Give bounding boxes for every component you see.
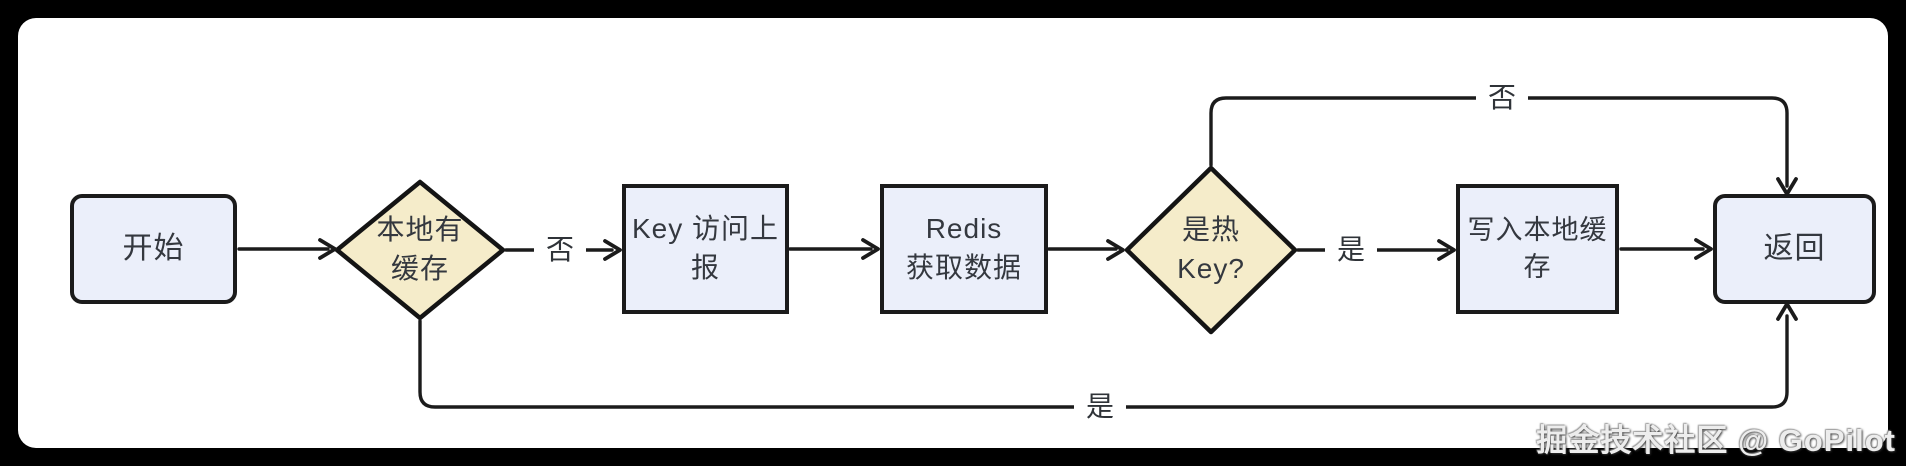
arrowhead-into-return-bottom (1776, 302, 1798, 321)
write-local-cache-node-label: 写入本地缓存 (1458, 186, 1617, 312)
arrowhead-into-return-left (1694, 238, 1713, 260)
write-local-cache-text: 写入本地缓存 (1467, 214, 1608, 282)
has-local-cache-text-line2: 缓存 (390, 253, 449, 284)
edge-label-yes-to-write-cache: 是 (1324, 234, 1378, 266)
arrowhead-into-key-report (603, 239, 622, 261)
arrowhead-into-return-top (1776, 177, 1798, 196)
is-hot-key-diamond-label: 是热 Key? (1136, 168, 1286, 332)
start-node-text: 开始 (122, 232, 185, 266)
return-node-text: 返回 (1763, 232, 1826, 266)
edge-label-yes-bottom-to-return: 是 (1073, 391, 1127, 423)
is-hot-key-text-line1: 是热 (1181, 214, 1240, 246)
arrowhead-into-write-cache (1437, 239, 1456, 261)
has-local-cache-text-line1: 本地有 (376, 214, 464, 246)
is-hot-key-diamond-shape (1124, 165, 1298, 335)
key-access-report-node-shape (622, 184, 789, 314)
arrowhead-into-cache-check (318, 238, 337, 260)
redis-fetch-text-line1: Redis (925, 213, 1003, 245)
has-local-cache-diamond-label: 本地有 缓存 (345, 182, 495, 318)
edge-label-no-top-to-return: 否 (1475, 82, 1529, 114)
write-local-cache-node-shape (1456, 184, 1619, 314)
redis-fetch-node-label: Redis 获取数据 (882, 186, 1046, 312)
return-node-shape (1713, 194, 1876, 304)
watermark-juejin-gopilot: 掘金技术社区 @ GoPilot (1536, 423, 1896, 458)
redis-fetch-node-shape (880, 184, 1048, 314)
start-node-shape (70, 194, 237, 304)
redis-fetch-text-line2: 获取数据 (905, 252, 1022, 283)
start-node-label: 开始 (72, 196, 235, 302)
arrowhead-into-hot-key-check (1106, 239, 1125, 261)
arrowhead-into-redis (861, 238, 880, 260)
edge-label-no-to-key-report: 否 (533, 234, 587, 266)
is-hot-key-text-line2: Key? (1177, 253, 1245, 284)
key-access-report-text: Key 访问上报 (631, 213, 780, 283)
has-local-cache-diamond-shape (334, 179, 506, 321)
key-access-report-node-label: Key 访问上报 (624, 186, 787, 312)
return-node-label: 返回 (1715, 196, 1874, 302)
